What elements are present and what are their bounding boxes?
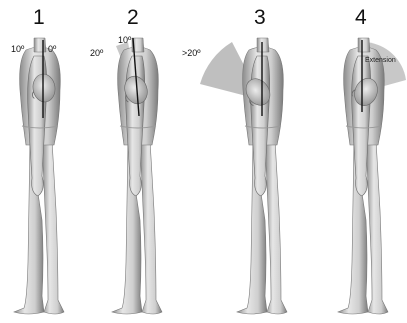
panel-number: 2 bbox=[127, 6, 139, 29]
angle-label: 10º bbox=[11, 44, 25, 54]
panel-number: 1 bbox=[33, 6, 45, 29]
panel-3: 3 >20º bbox=[182, 6, 287, 314]
panel-number: 4 bbox=[355, 6, 367, 29]
panel-2: 2 20º 10º bbox=[90, 6, 162, 314]
extension-label: Extension bbox=[365, 57, 396, 64]
angle-label: 10º bbox=[118, 35, 132, 45]
panel-1: 1 10º 0º bbox=[11, 6, 64, 314]
angle-label: 0º bbox=[48, 44, 57, 54]
panel-number: 3 bbox=[254, 6, 266, 29]
panel-4: 4 Extension bbox=[338, 6, 406, 314]
angle-label: >20º bbox=[182, 48, 201, 58]
angle-label: 20º bbox=[90, 48, 104, 58]
